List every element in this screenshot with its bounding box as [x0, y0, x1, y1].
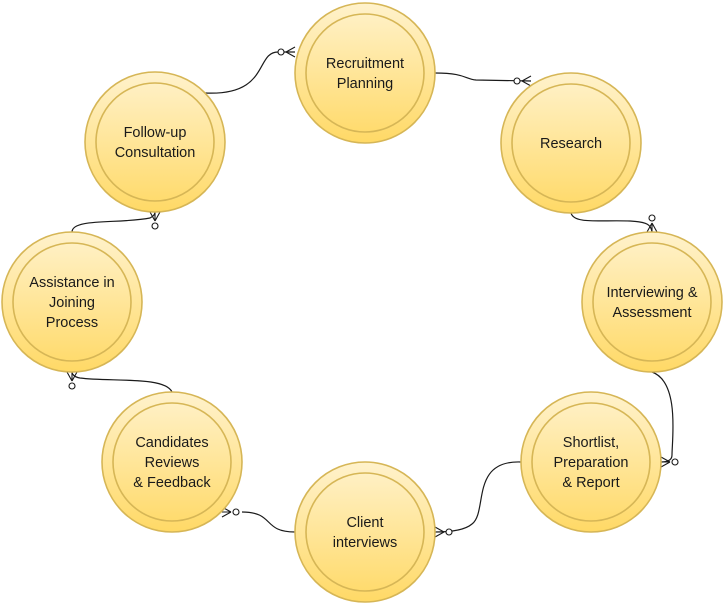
connector-line — [204, 51, 295, 94]
node-outer-ring — [84, 71, 226, 213]
crows-foot-icon — [149, 211, 161, 222]
node-inner-ring — [95, 82, 215, 202]
node-label-line: Shortlist, — [563, 435, 619, 451]
crows-foot-icon — [521, 75, 532, 87]
connector-follow-up-consultation-to-recruitment-planning — [204, 46, 296, 94]
node-label-line: Assessment — [613, 305, 692, 321]
connector-line — [651, 371, 674, 463]
node-outer-ring — [1, 231, 143, 373]
node-research[interactable]: Research — [500, 72, 642, 214]
node-client-interviews[interactable]: Client interviews — [294, 461, 436, 603]
crows-foot-icon — [434, 526, 445, 538]
connector-interviewing-assessment-to-shortlist-preparation-report — [651, 371, 679, 468]
node-label-line: Assistance in — [29, 275, 114, 291]
crows-foot-icon — [66, 371, 78, 382]
node-label-line: Research — [540, 136, 602, 152]
node-label-line: Process — [46, 315, 98, 331]
node-outer-ring — [520, 391, 662, 533]
node-inner-ring — [531, 402, 651, 522]
node-interviewing-assessment[interactable]: Interviewing & Assessment — [581, 231, 723, 373]
node-outer-ring — [581, 231, 723, 373]
node-label-line: Joining — [49, 295, 95, 311]
connector-line — [434, 72, 532, 82]
connector-line — [241, 511, 296, 533]
zero-marker-icon — [277, 48, 285, 56]
connector-line — [71, 211, 156, 233]
node-inner-ring — [511, 83, 631, 203]
node-label-line: Consultation — [115, 145, 196, 161]
node-inner-ring — [12, 242, 132, 362]
zero-marker-icon — [232, 508, 240, 516]
node-label-line: Planning — [337, 76, 393, 92]
node-label-line: & Report — [562, 475, 619, 491]
connector-line — [570, 212, 653, 233]
zero-marker-icon — [648, 214, 656, 222]
connector-recruitment-planning-to-research — [434, 72, 532, 87]
zero-marker-icon — [513, 77, 521, 85]
connector-line — [434, 461, 522, 533]
node-inner-ring — [592, 242, 712, 362]
node-label-line: Preparation — [554, 455, 629, 471]
zero-marker-icon — [151, 222, 159, 230]
node-label-line: Candidates — [135, 435, 208, 451]
node-outer-ring — [101, 391, 243, 533]
crows-foot-icon — [646, 222, 658, 233]
connector-assistance-joining-process-to-follow-up-consultation — [71, 211, 161, 233]
node-label-line: Recruitment — [326, 56, 404, 72]
node-outer-ring — [500, 72, 642, 214]
crows-foot-icon — [660, 456, 671, 468]
connector-line — [71, 371, 173, 393]
zero-marker-icon — [68, 382, 76, 390]
node-outer-ring — [294, 461, 436, 603]
crows-foot-icon — [285, 46, 296, 58]
node-inner-ring — [112, 402, 232, 522]
connector-client-interviews-to-candidates-reviews-feedback — [221, 506, 296, 533]
node-label-line: Reviews — [145, 455, 200, 471]
connector-research-to-interviewing-assessment — [570, 212, 658, 233]
node-label-line: Interviewing & — [606, 285, 697, 301]
zero-marker-icon — [671, 458, 679, 466]
node-shortlist-preparation-report[interactable]: Shortlist, Preparation & Report — [520, 391, 662, 533]
node-label-line: interviews — [333, 535, 397, 551]
node-label-line: Client — [346, 515, 383, 531]
zero-marker-icon — [445, 528, 453, 536]
node-inner-ring — [305, 13, 425, 133]
connector-shortlist-preparation-report-to-client-interviews — [434, 461, 522, 538]
connector-candidates-reviews-feedback-to-assistance-joining-process — [66, 371, 173, 393]
node-outer-ring — [294, 2, 436, 144]
node-inner-ring — [305, 472, 425, 592]
node-label-line: Follow-up — [124, 125, 187, 141]
node-label-line: & Feedback — [133, 475, 211, 491]
